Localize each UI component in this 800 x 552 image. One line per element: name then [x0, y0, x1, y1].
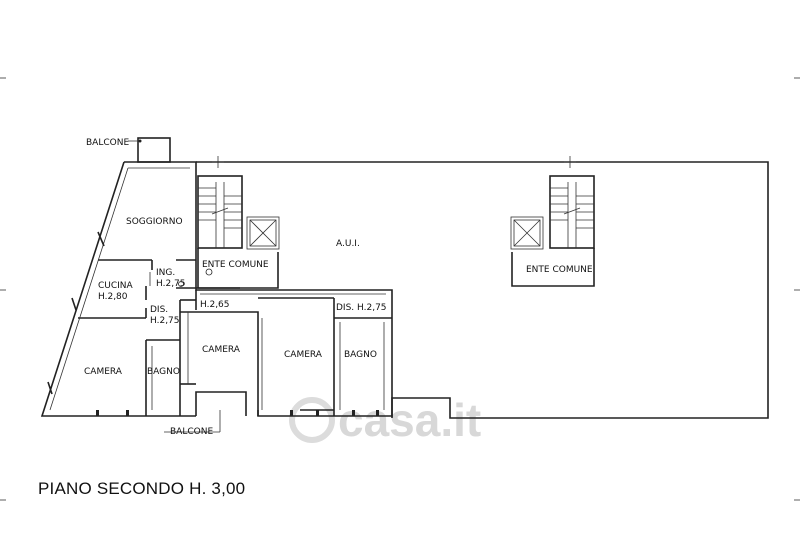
label-bagno-right: BAGNO — [344, 350, 377, 360]
label-balcone-top: BALCONE — [86, 138, 129, 148]
ente-comune-right: ENTE COMUNE — [511, 248, 595, 287]
label-ente-comune-right: ENTE COMUNE — [526, 265, 593, 275]
label-cucina: CUCINA — [98, 281, 134, 291]
label-balcone-bottom: BALCONE — [170, 427, 213, 437]
elevator-left — [246, 216, 280, 250]
label-ente-comune-left: ENTE COMUNE — [202, 260, 269, 270]
ente-comune-left: ENTE COMUNE — [197, 248, 279, 289]
wall-details — [49, 167, 386, 411]
label-soggiorno: SOGGIORNO — [126, 217, 183, 227]
watermark: casa.it — [289, 394, 481, 446]
label-camera-left: CAMERA — [84, 367, 123, 377]
label-dis-left: DIS. — [150, 305, 168, 315]
label-cucina-height: H.2,80 — [98, 292, 128, 302]
interior-walls — [78, 259, 392, 416]
plan-title: PIANO SECONDO H. 3,00 — [38, 479, 245, 498]
room-labels: SOGGIORNO ING. H.2,75 CUCINA H.2,80 DIS.… — [84, 217, 387, 377]
balcony-top: BALCONE — [86, 137, 171, 163]
windows — [47, 231, 379, 416]
stair-left — [197, 156, 243, 249]
watermark-text: casa.it — [338, 394, 481, 446]
label-camera-mid: CAMERA — [202, 345, 241, 355]
label-aui: A.U.I. — [336, 239, 360, 249]
label-dis-left-height: H.2,75 — [150, 316, 180, 326]
label-camera-right: CAMERA — [284, 350, 323, 360]
label-ing-height: H.2,75 — [156, 279, 186, 289]
label-corridor-height: H.2,65 — [200, 300, 230, 310]
label-dis-right: DIS. H.2,75 — [336, 303, 387, 313]
apartment-outline — [40, 161, 393, 417]
elevator-right — [510, 216, 544, 250]
label-ing: ING. — [156, 268, 175, 278]
label-bagno-left: BAGNO — [147, 367, 180, 377]
stair-right — [549, 156, 595, 249]
margin-ticks — [0, 77, 800, 501]
balcony-bottom: BALCONE — [164, 410, 221, 437]
